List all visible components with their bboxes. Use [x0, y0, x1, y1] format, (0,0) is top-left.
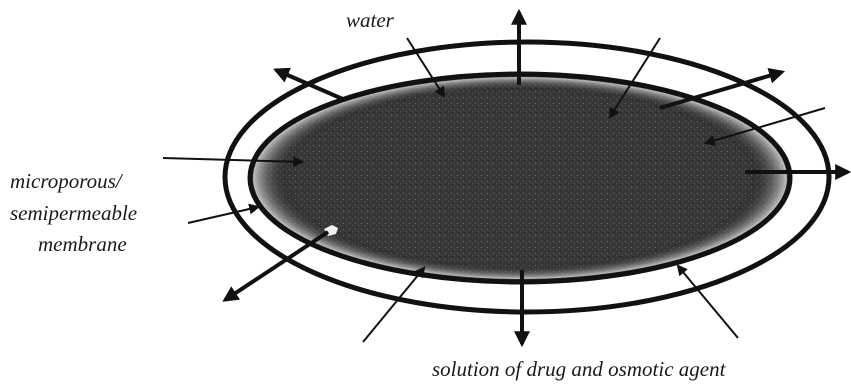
label-membrane-line2: semipermeable [10, 201, 137, 225]
drug-core-rim [253, 77, 787, 279]
label-water: water [346, 8, 395, 32]
label-membrane-line3: membrane [38, 232, 127, 256]
label-membrane-line1: microporous/ [10, 169, 124, 193]
label-core-solution: solution of drug and osmotic agent [432, 357, 727, 381]
